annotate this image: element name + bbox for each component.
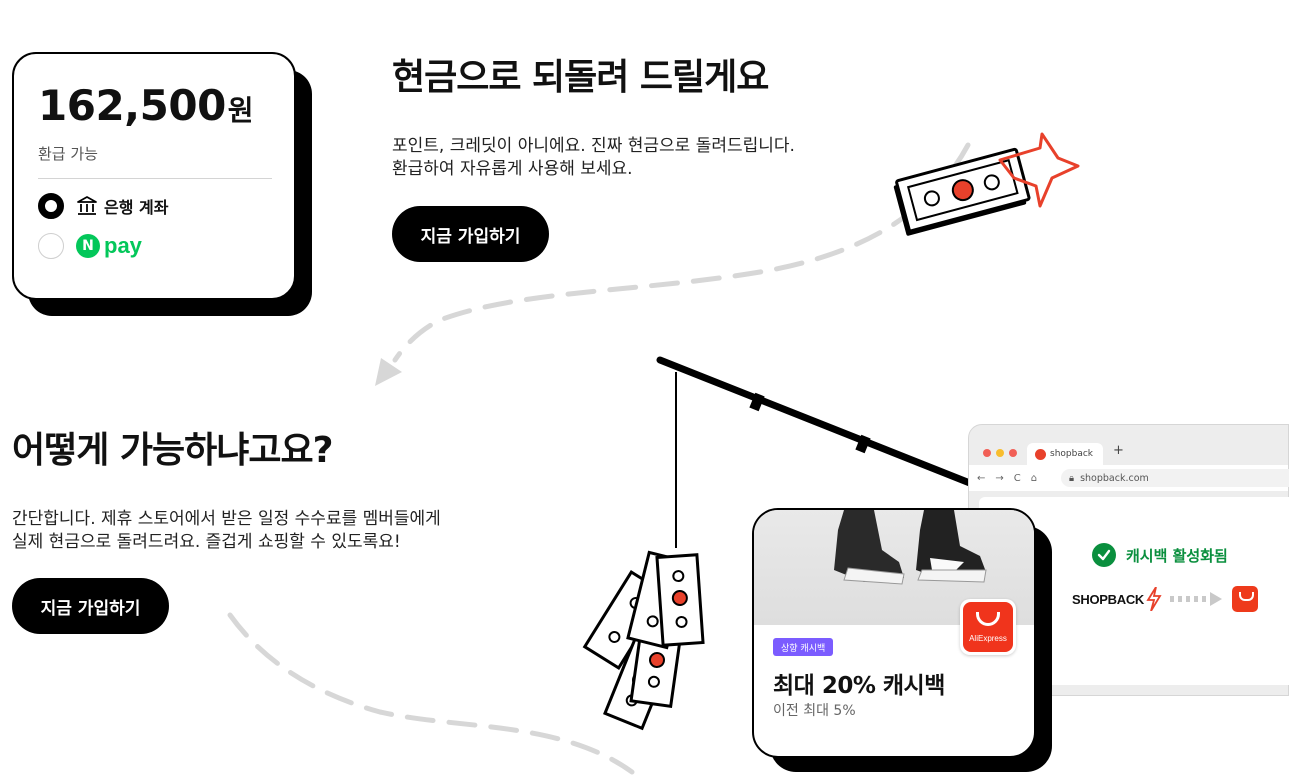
- aliexpress-mini-icon: [1232, 586, 1258, 612]
- hanging-bills-icon: [582, 550, 705, 731]
- signup-button-1[interactable]: 지금 가입하기: [392, 206, 549, 262]
- tab-title: shopback: [1050, 449, 1094, 459]
- dashed-path-bottom: [227, 612, 635, 775]
- upgraded-cashback-tag: 상향 캐시백: [773, 638, 834, 656]
- naver-n-icon: N: [76, 234, 100, 258]
- back-icon: ←: [977, 472, 986, 484]
- dashed-path-top: [392, 142, 971, 363]
- browser-tab-bar: shopback +: [969, 425, 1288, 465]
- refund-amount: 162,500원: [38, 81, 254, 130]
- section1-desc-line1: 포인트, 크레딧이 아니에요. 진짜 현금으로 돌려드립니다.: [392, 136, 795, 156]
- product-card[interactable]: AliExpress 상향 캐시백 최대 20% 캐시백 이전 최대 5%: [752, 508, 1036, 758]
- star-icon: [998, 132, 1080, 208]
- option-bank-account[interactable]: 은행 계좌: [38, 191, 272, 221]
- product-card-subtitle: 이전 최대 5%: [773, 703, 856, 719]
- radio-selected-icon[interactable]: [38, 193, 64, 219]
- cashback-active-text: 캐시백 활성화됨: [1126, 546, 1228, 565]
- home-icon: ⌂: [1030, 472, 1038, 484]
- option-naver-pay[interactable]: N pay: [38, 231, 272, 261]
- radio-unselected-icon[interactable]: [38, 233, 64, 259]
- option-label-npay: pay: [104, 233, 142, 258]
- refund-amount-unit: 원: [227, 94, 254, 127]
- reload-icon: C: [1013, 472, 1021, 484]
- signup-button-2[interactable]: 지금 가입하기: [12, 578, 169, 634]
- browser-nav-row: ← → C ⌂ 🔒︎ shopback.com: [969, 465, 1289, 491]
- section1-desc-line2: 환급하여 자유롭게 사용해 보세요.: [392, 159, 633, 179]
- new-tab-icon: +: [1113, 443, 1124, 458]
- aliexpress-logo-text: AliExpress: [969, 634, 1007, 643]
- close-dot-icon: [983, 449, 991, 457]
- section2-desc-line2: 실제 현금으로 돌려드려요. 즐겁게 쇼핑할 수 있도록요!: [12, 532, 401, 552]
- lock-icon: 🔒︎: [1069, 472, 1075, 484]
- section2-title: 어떻게 가능하냐고요?: [12, 430, 333, 471]
- check-icon: [1092, 543, 1116, 567]
- maximize-dot-icon: [1009, 449, 1017, 457]
- option-label-bank: 은행 계좌: [104, 198, 169, 217]
- address-bar: 🔒︎ shopback.com: [1061, 469, 1289, 487]
- minimize-dot-icon: [996, 449, 1004, 457]
- fishing-rod-icon: [656, 356, 1004, 548]
- aliexpress-bag-icon: [976, 612, 1000, 626]
- forward-icon: →: [995, 472, 1004, 484]
- section2-desc-line1: 간단합니다. 제휴 스토어에서 받은 일정 수수료를 멤버들에게: [12, 509, 441, 529]
- divider: [38, 178, 272, 179]
- lightning-icon: [1146, 587, 1162, 611]
- shopback-wordmark: SHOPBACK: [1072, 591, 1144, 607]
- shopback-logo-icon: [1035, 448, 1046, 460]
- url-text: shopback.com: [1080, 472, 1149, 484]
- bank-icon: [77, 196, 97, 215]
- browser-tab: shopback: [1027, 443, 1103, 465]
- shopback-flow: SHOPBACK: [1072, 586, 1258, 612]
- refund-label: 환급 가능: [38, 145, 98, 163]
- refund-card: 162,500원 환급 가능 은행 계좌 N pay: [12, 52, 296, 300]
- cash-bill-icon: [893, 147, 1031, 236]
- product-card-title: 최대 20% 캐시백: [773, 673, 945, 699]
- section1-title: 현금으로 되돌려 드릴게요: [392, 57, 769, 98]
- arrow-right-icon: [1170, 592, 1222, 606]
- aliexpress-logo: AliExpress: [960, 599, 1016, 655]
- cashback-active-status: 캐시백 활성화됨: [1092, 543, 1228, 567]
- product-photo: [754, 510, 1034, 625]
- arrow-head-icon: [375, 358, 402, 386]
- sneakers-icon: [834, 510, 987, 585]
